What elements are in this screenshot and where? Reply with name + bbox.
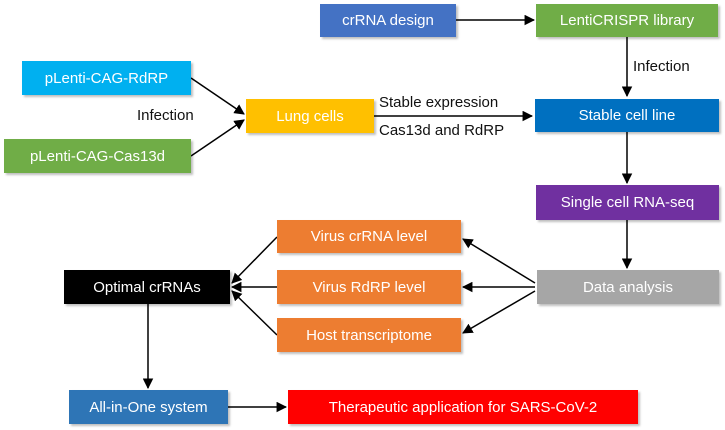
cas13d-rdrp-label: Cas13d and RdRP: [379, 122, 505, 139]
stable-cell-line-node: Stable cell line: [535, 99, 719, 132]
lung-cells-node: Lung cells: [246, 99, 374, 133]
arrow-rdrp-to-lung: [190, 77, 245, 115]
plenti-rdrp-node: pLenti-CAG-RdRP: [22, 61, 191, 95]
arrow-host-to-optimal: [231, 290, 278, 336]
virus-crrna-level-node: Virus crRNA level: [277, 220, 461, 253]
data-analysis-node: Data analysis: [537, 270, 719, 304]
single-cell-rnaseq-node: Single cell RNA-seq: [536, 185, 719, 220]
crrna-design-node: crRNA design: [320, 4, 456, 37]
lenticrispr-library-label: LentiCRISPR library: [559, 12, 695, 29]
virus-rdrp-level-label: Virus RdRP level: [312, 278, 426, 296]
crrna-design-label: crRNA design: [342, 12, 434, 29]
plenti-rdrp-label: pLenti-CAG-RdRP: [44, 69, 169, 87]
host-transcriptome-node: Host transcriptome: [277, 318, 461, 352]
infection-label-left: Infection: [137, 107, 194, 124]
plenti-cas13d-label: pLenti-CAG-Cas13d: [29, 147, 166, 165]
infection-label-right: Infection: [633, 58, 690, 75]
arrow-analysis-to-crrna-level: [462, 238, 536, 284]
all-in-one-system-node: All-in-One system: [69, 390, 228, 424]
virus-crrna-level-label: Virus crRNA level: [310, 228, 428, 245]
lenticrispr-library-node: LentiCRISPR library: [536, 4, 718, 37]
single-cell-rnaseq-label: Single cell RNA-seq: [560, 194, 695, 211]
virus-rdrp-level-node: Virus RdRP level: [277, 270, 461, 304]
therapeutic-application-label: Therapeutic application for SARS-CoV-2: [328, 398, 598, 416]
host-transcriptome-label: Host transcriptome: [306, 326, 432, 344]
stable-expression-label: Stable expression: [379, 94, 499, 111]
all-in-one-system-label: All-in-One system: [89, 398, 208, 416]
optimal-crrnas-node: Optimal crRNAs: [64, 270, 230, 304]
plenti-cas13d-node: pLenti-CAG-Cas13d: [4, 139, 191, 173]
stable-cell-line-label: Stable cell line: [578, 107, 676, 124]
lung-cells-label: Lung cells: [276, 107, 344, 125]
optimal-crrnas-label: Optimal crRNAs: [93, 278, 201, 296]
arrow-analysis-to-host: [462, 290, 536, 334]
arrow-crrna-level-to-optimal: [231, 236, 278, 284]
arrow-cas13d-to-lung: [190, 119, 245, 157]
therapeutic-application-node: Therapeutic application for SARS-CoV-2: [288, 390, 638, 424]
data-analysis-label: Data analysis: [582, 278, 674, 296]
